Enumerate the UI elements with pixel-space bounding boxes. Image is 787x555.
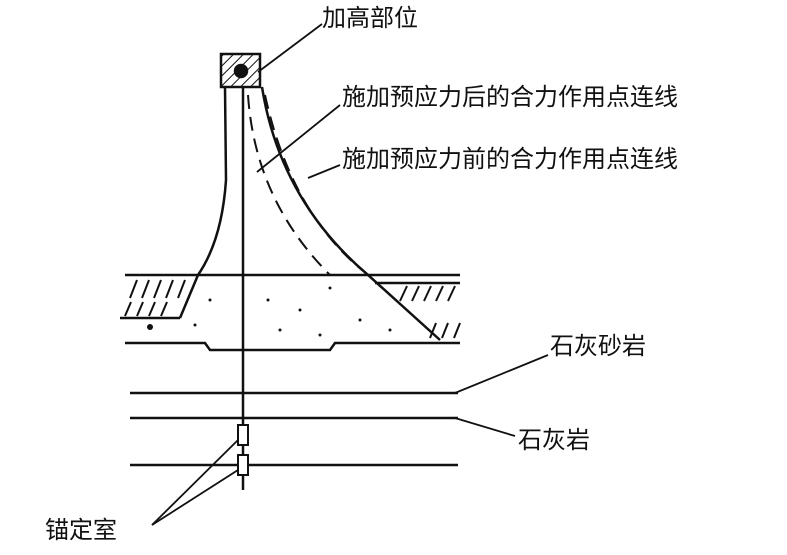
leader-anchor-2 [151,469,239,526]
dam-upstream-face [178,86,228,319]
leader-lime-sandstone [454,354,549,394]
soil-hatching [124,279,461,339]
leader-anchor-1 [151,439,239,526]
foundation-base [125,341,460,352]
anchor-chamber-upper [237,424,249,446]
crest-point [233,63,249,79]
label-lime-sandstone: 石灰砂岩 [550,332,646,360]
dam-downstream-face [260,86,441,341]
label-limestone: 石灰岩 [518,426,590,454]
after-prestress-line [247,94,331,276]
leader-limestone [454,417,516,437]
leader-after-prestress [256,104,341,173]
before-prestress-line [264,94,363,271]
label-before-prestress: 施加预应力前的合力作用点连线 [342,145,678,173]
leader-raised-part [257,23,323,73]
raised-crest-block [219,52,262,89]
concrete-texture [147,286,392,337]
leader-before-prestress [307,164,341,179]
anchor-chamber-lower [237,454,249,476]
label-anchor-chamber: 锚定室 [45,516,117,544]
label-raised-part: 加高部位 [322,4,418,32]
label-after-prestress: 施加预应力后的合力作用点连线 [342,83,678,111]
